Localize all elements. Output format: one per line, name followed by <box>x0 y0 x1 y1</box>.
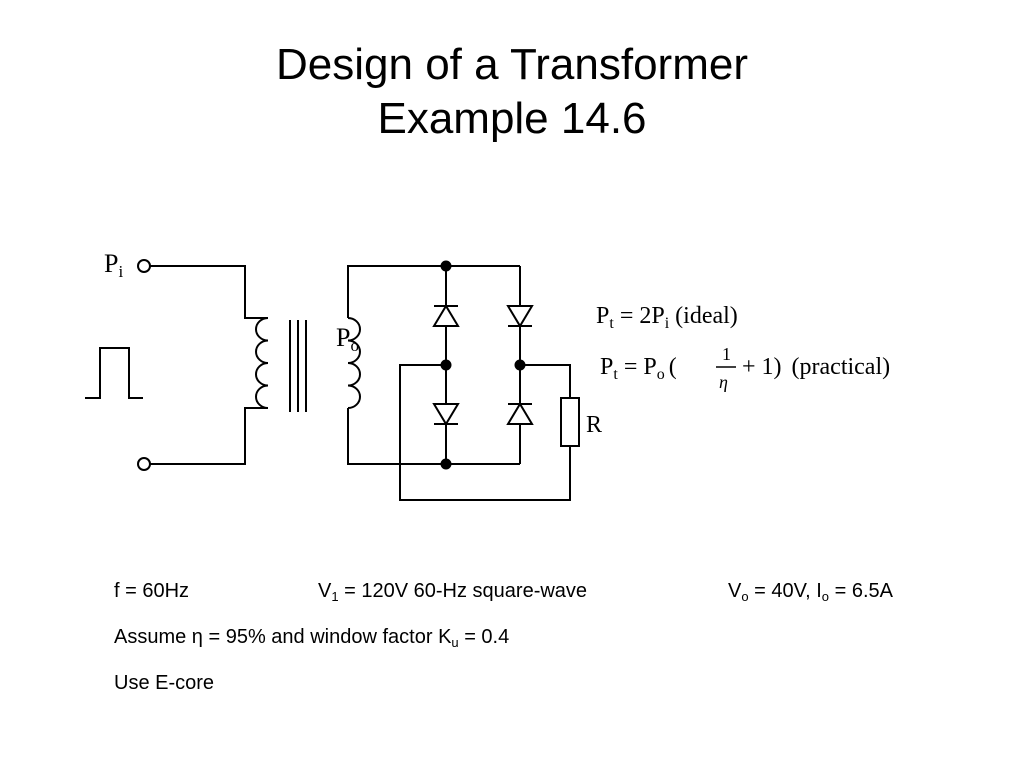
equation-practical: Pt= Po( 1 η + 1)(practical) <box>600 344 890 392</box>
input-power-label: Pi <box>104 249 123 281</box>
input-terminal-top <box>137 259 151 273</box>
title-line-2: Example 14.6 <box>377 94 647 143</box>
frequency-text: f = 60Hz <box>114 580 190 602</box>
primary-bottom-wire <box>150 407 268 465</box>
secondary-bottom-wire <box>347 408 520 465</box>
primary-top-wire <box>150 265 268 319</box>
fraction-denominator: η <box>719 372 728 392</box>
load-return-wire <box>399 364 571 501</box>
diode-top-left <box>432 304 460 327</box>
diode-top-right <box>506 305 534 328</box>
assumption-text: Assume η = 95% and window factor Ku = 0.… <box>114 626 510 650</box>
resistor-label: R <box>586 412 602 438</box>
load-resistor <box>560 397 580 447</box>
title-line-1: Design of a Transformer <box>276 40 748 89</box>
fraction-numerator: 1 <box>722 344 731 364</box>
input-voltage-text: V1 = 120V 60-Hz square-wave <box>318 580 588 604</box>
output-power-label: Po <box>336 323 359 355</box>
load-feed-wire <box>520 364 571 398</box>
svg-text:Pt= Po(: Pt= Po( <box>600 354 677 383</box>
secondary-winding <box>347 317 361 409</box>
svg-text:+ 1)(practical): + 1)(practical) <box>742 354 890 380</box>
primary-winding <box>255 317 269 409</box>
diode-bottom-right <box>506 402 534 425</box>
junction-dot <box>440 458 452 470</box>
secondary-top-wire <box>347 265 520 318</box>
output-voltage-current-text: Vo = 40V, Io = 6.5A <box>728 580 893 604</box>
slide-title: Design of a Transformer Example 14.6 <box>0 38 1024 146</box>
core-type-text: Use E-core <box>114 672 215 694</box>
equation-ideal: Pt= 2Pi(ideal) <box>596 303 738 332</box>
input-terminal-bottom <box>137 457 151 471</box>
diode-bottom-left <box>432 403 460 426</box>
square-wave-icon <box>85 347 143 399</box>
junction-dot <box>440 260 452 272</box>
